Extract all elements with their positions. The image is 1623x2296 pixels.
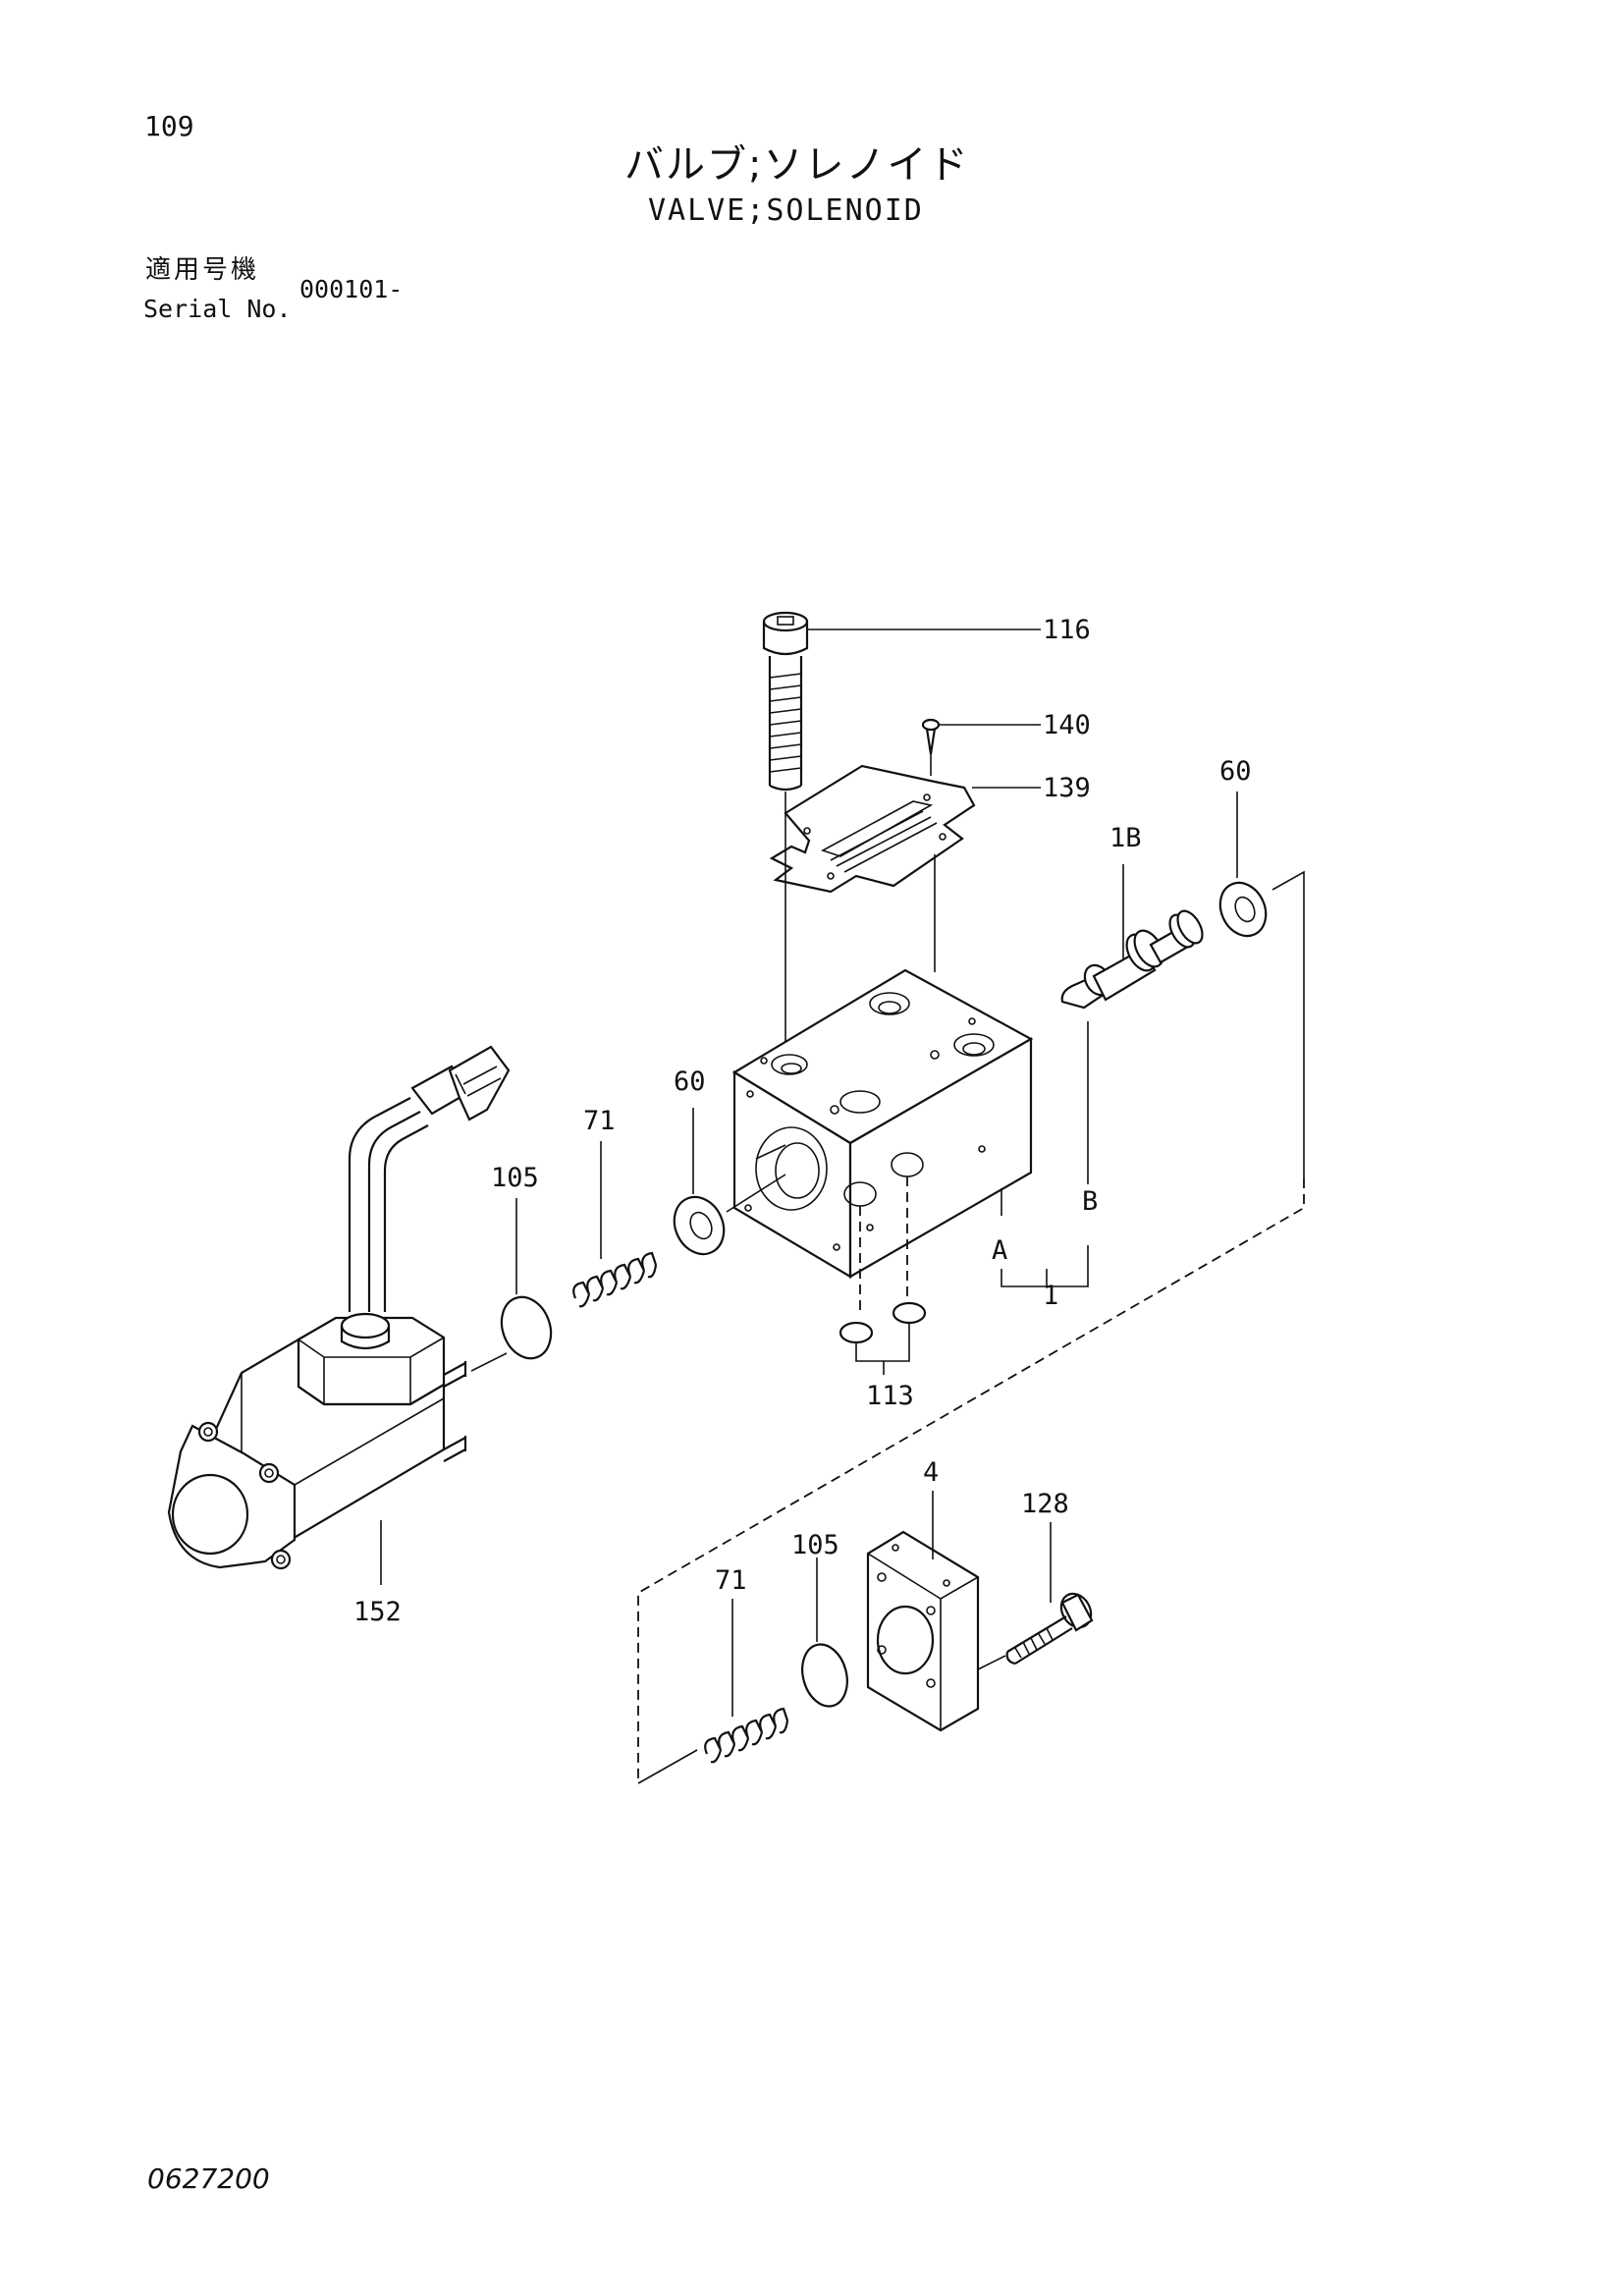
o-ring-105-upper (500, 1295, 553, 1360)
assembly-line-diagonal (637, 1178, 1305, 1783)
title-japanese: バルブ;ソレノイド (624, 142, 970, 188)
callout-71-lower: 71 (715, 1565, 747, 1596)
cap-screw-128 (1005, 1592, 1094, 1666)
solenoid-152 (167, 1045, 511, 1570)
callout-105-lower: 105 (791, 1530, 839, 1560)
callout-1B: 1B (1109, 823, 1142, 853)
callout-140: 140 (1043, 710, 1091, 740)
callout-60-left: 60 (674, 1066, 706, 1097)
callout-128: 128 (1021, 1489, 1069, 1519)
callout-71-upper: 71 (583, 1106, 616, 1136)
spool-1B (1060, 909, 1204, 1010)
cover-4 (866, 1530, 980, 1732)
cap-screw-116 (762, 611, 809, 792)
serial-number-range: 000101- (299, 275, 404, 303)
callout-105-upper: 105 (491, 1163, 539, 1193)
washer-60-right (1218, 881, 1268, 938)
page-number: 109 (144, 110, 194, 142)
nameplate-139 (769, 764, 976, 894)
callout-60-right: 60 (1219, 756, 1252, 787)
serial-label-english: Serial No. (143, 295, 292, 323)
document-code: 0627200 (147, 2162, 270, 2195)
o-ring-105-lower (801, 1643, 848, 1708)
callout-152: 152 (353, 1597, 402, 1627)
valve-body-1 (731, 968, 1034, 1279)
callout-116: 116 (1043, 615, 1091, 645)
o-rings-113 (839, 1301, 927, 1344)
spring-71-upper (572, 1251, 658, 1308)
callout-A: A (992, 1235, 1007, 1266)
leader-113 (855, 1324, 910, 1362)
callout-B: B (1082, 1186, 1098, 1217)
spring-71-lower (704, 1707, 789, 1764)
callout-113: 113 (866, 1381, 914, 1411)
callout-139: 139 (1043, 773, 1091, 803)
callout-4: 4 (923, 1457, 939, 1488)
washer-60-left (673, 1195, 726, 1256)
serial-label-japanese: 適用号機 (145, 255, 260, 285)
callout-1: 1 (1043, 1281, 1058, 1311)
assembly-line-right (1271, 870, 1305, 1178)
title-english: VALVE;SOLENOID (648, 193, 924, 228)
